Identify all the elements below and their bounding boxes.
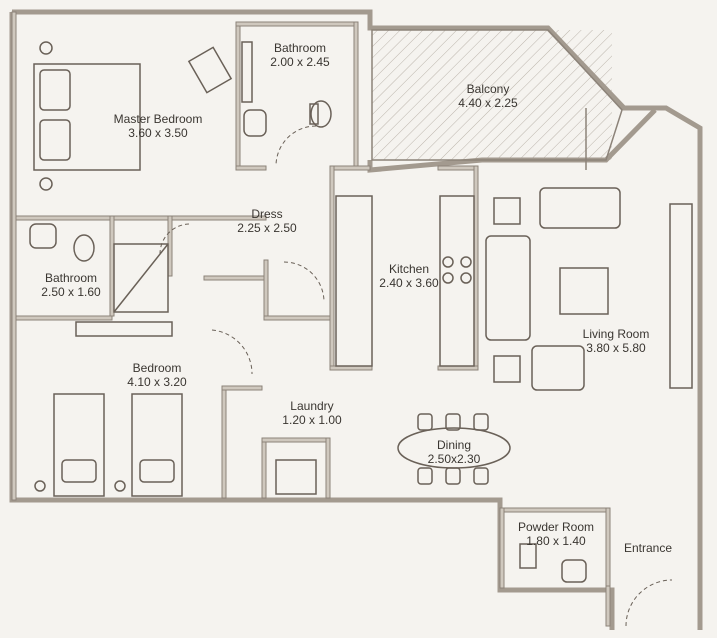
label-dining: Dining 2.50x2.30 <box>428 438 481 466</box>
label-dress: Dress 2.25 x 2.50 <box>237 207 296 235</box>
room-size: 2.50 x 1.60 <box>41 285 101 299</box>
room-name: Laundry <box>290 399 334 413</box>
label-powder-room: Powder Room 1.80 x 1.40 <box>518 520 594 548</box>
furniture <box>29 41 693 583</box>
room-name: Bathroom <box>44 271 98 285</box>
room-size: 3.60 x 3.50 <box>128 126 188 140</box>
interior-walls <box>11 11 611 627</box>
room-size: 2.25 x 2.50 <box>237 221 297 235</box>
room-name: Powder Room <box>517 520 595 534</box>
label-kitchen: Kitchen 2.40 x 3.60 <box>379 262 438 290</box>
room-size: 1.20 x 1.00 <box>282 413 342 427</box>
room-name: Bathroom <box>273 41 327 55</box>
room-name: Dining <box>436 438 472 452</box>
door-swings <box>159 125 673 627</box>
room-name: Dress <box>251 207 283 221</box>
room-name: Living Room <box>582 327 650 341</box>
room-name: Bedroom <box>132 361 182 375</box>
label-balcony: Balcony 4.40 x 2.25 <box>458 82 517 110</box>
room-size: 3.80 x 5.80 <box>586 341 646 355</box>
label-bathroom-top: Bathroom 2.00 x 2.45 <box>270 41 329 69</box>
balcony-outline <box>371 29 623 170</box>
label-master-bedroom: Master Bedroom 3.60 x 3.50 <box>114 112 203 140</box>
room-size: 2.50x2.30 <box>427 452 481 466</box>
label-laundry: Laundry 1.20 x 1.00 <box>282 399 341 427</box>
room-name: Kitchen <box>388 262 430 276</box>
room-size: 2.40 x 3.60 <box>379 276 439 290</box>
room-name: Master Bedroom <box>113 112 203 126</box>
room-size: 4.40 x 2.25 <box>458 96 518 110</box>
room-size: 4.10 x 3.20 <box>127 375 187 389</box>
label-bathroom-left: Bathroom 2.50 x 1.60 <box>41 271 100 299</box>
balcony <box>372 30 612 160</box>
room-size: 2.00 x 2.45 <box>270 55 330 69</box>
room-name: Entrance <box>623 541 673 555</box>
label-bedroom: Bedroom 4.10 x 3.20 <box>127 361 186 389</box>
room-size: 1.80 x 1.40 <box>526 534 586 548</box>
room-name: Balcony <box>466 82 510 96</box>
label-entrance: Entrance <box>624 541 672 555</box>
label-living-room: Living Room 3.80 x 5.80 <box>583 327 650 355</box>
